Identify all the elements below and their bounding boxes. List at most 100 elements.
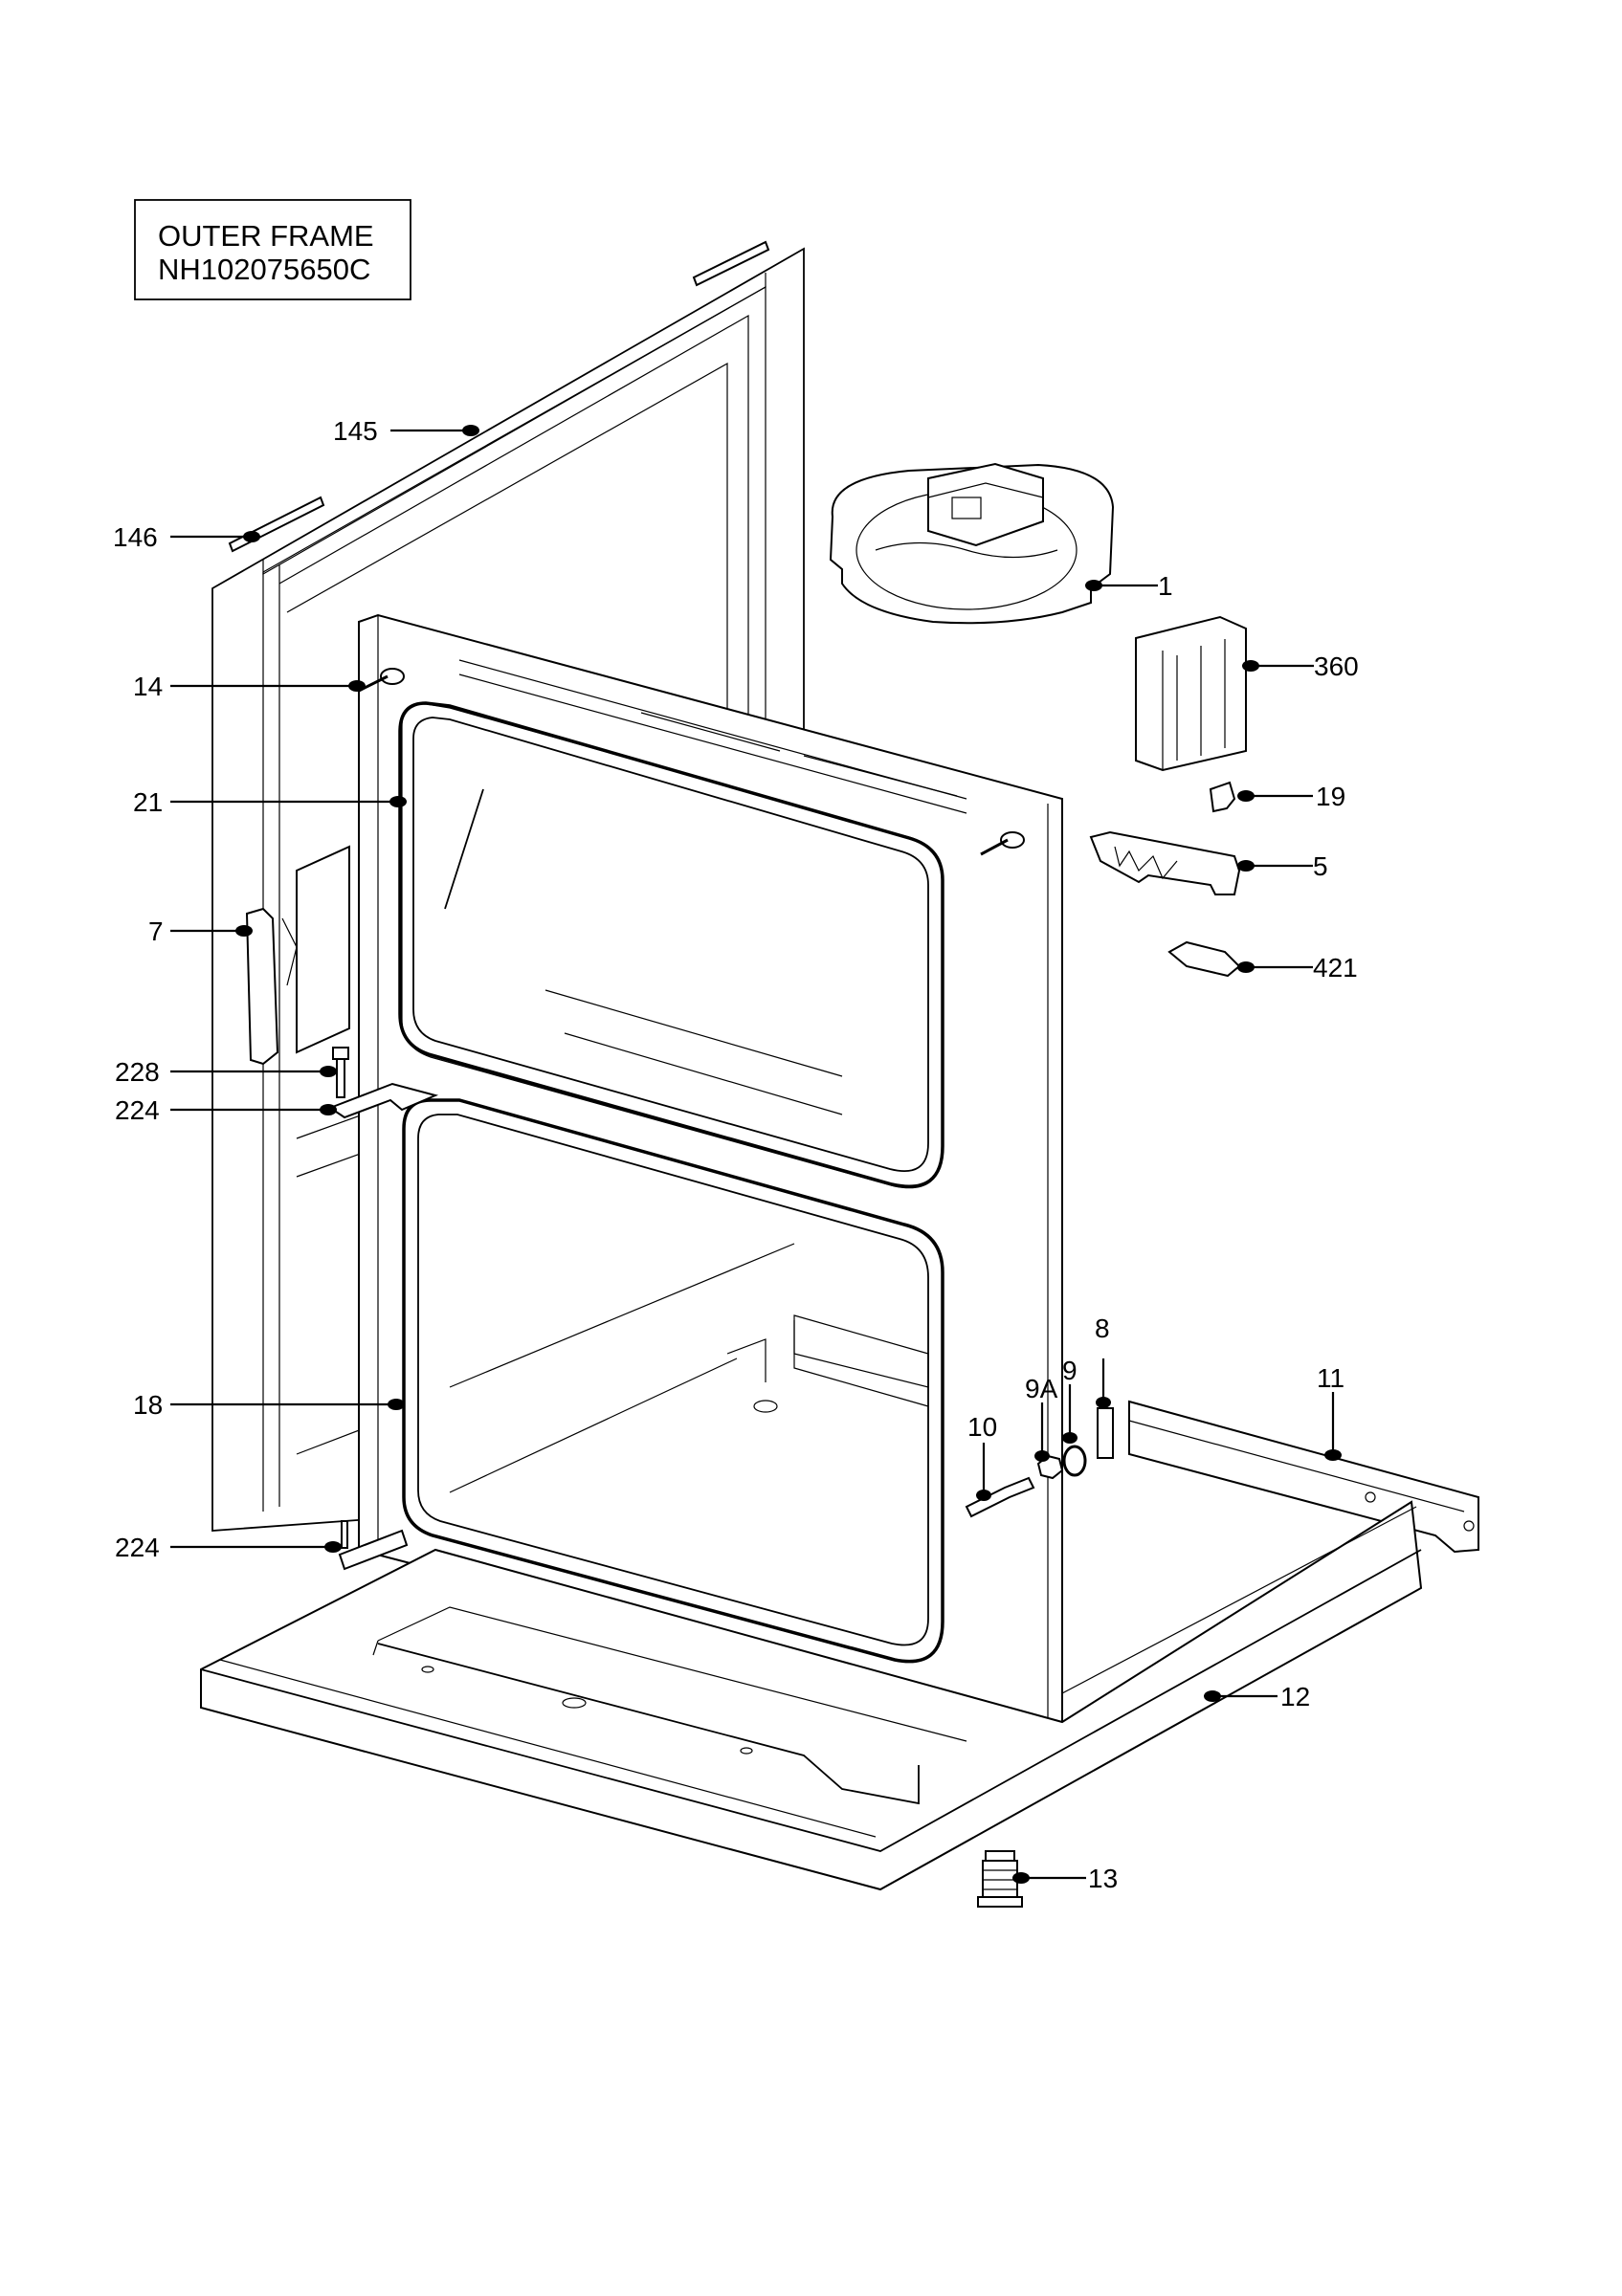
side-rail-outline <box>1128 1400 1479 1554</box>
side-rail-hole-2 <box>1463 1520 1475 1532</box>
callout-9A: 9A <box>1025 1374 1058 1462</box>
part-19-clip <box>1209 781 1236 813</box>
base-tray-hole-3 <box>740 1747 753 1755</box>
callout-label-18: 18 <box>133 1390 163 1420</box>
part-21-upper-gasket <box>398 701 944 1188</box>
part-7-side-bracket <box>245 845 350 1066</box>
leader-dot-18 <box>388 1399 405 1410</box>
peg-right-head <box>1000 831 1025 849</box>
callout-224-lower: 224 <box>115 1533 342 1562</box>
lower-cavity <box>449 1243 929 1493</box>
callout-label-360: 360 <box>1314 651 1359 681</box>
leader-dot-7 <box>235 925 253 937</box>
part-224-upper-bracket <box>327 1082 439 1119</box>
base-tray-inner-edge <box>219 1659 877 1838</box>
callout-label-5: 5 <box>1313 851 1328 881</box>
callout-label-14: 14 <box>133 672 163 701</box>
base-tray-outline <box>200 1500 1423 1891</box>
part-360-terminal-block <box>1135 615 1247 772</box>
callout-13: 13 <box>1012 1864 1118 1893</box>
terminal-strip-detail <box>1114 846 1178 880</box>
part-18-lower-gasket <box>402 1098 944 1664</box>
peg-right-shaft <box>980 838 1009 856</box>
leader-dot-12 <box>1204 1690 1221 1702</box>
front-frame-outline <box>358 613 1063 1735</box>
part-11-side-rail <box>1128 1400 1479 1554</box>
fan-motor-top-edge <box>927 482 1044 498</box>
title-line-1: OUTER FRAME <box>158 219 374 253</box>
base-tray-top-edge <box>200 1549 1422 1852</box>
callout-1: 1 <box>1085 571 1173 601</box>
leader-dot-1 <box>1085 580 1102 591</box>
callout-label-9: 9 <box>1062 1356 1078 1385</box>
leader-dot-21 <box>389 796 407 807</box>
leader-dot-145 <box>462 425 479 436</box>
upper-bracket-shape <box>327 1082 439 1119</box>
screw-shank <box>336 1058 345 1098</box>
callout-19: 19 <box>1237 782 1345 811</box>
screw-head <box>332 1047 349 1060</box>
callout-label-21: 21 <box>133 787 163 817</box>
title-box: OUTER FRAME NH102075650C <box>134 199 411 300</box>
leader-dot-146 <box>243 531 260 542</box>
leader-dot-14 <box>348 680 366 692</box>
callout-14: 14 <box>133 672 366 701</box>
hinge-strip-right <box>692 240 770 287</box>
callout-label-145: 145 <box>333 416 378 446</box>
callout-label-8: 8 <box>1095 1314 1110 1343</box>
callout-11: 11 <box>1317 1363 1344 1461</box>
side-bracket-left <box>245 907 279 1066</box>
callout-label-10: 10 <box>967 1412 997 1442</box>
foot-threaded-body <box>982 1860 1018 1898</box>
upper-gasket-inner <box>412 717 929 1173</box>
leader-dot-10 <box>976 1490 991 1501</box>
part-146-hinge-strip <box>228 240 770 576</box>
hinge-rail <box>262 273 767 576</box>
part-13-foot <box>977 1850 1023 1908</box>
part-8-plug <box>1097 1407 1114 1459</box>
base-tray-hole-1 <box>421 1666 434 1673</box>
rear-rail <box>793 1314 929 1388</box>
part-9-oring <box>1062 1445 1087 1477</box>
upper-cavity-shelf-2 <box>564 1032 843 1115</box>
front-frame <box>358 613 1063 1735</box>
leader-dot-5 <box>1237 860 1255 872</box>
rear-rail-shape <box>793 1314 929 1388</box>
leader-dot-224-lower <box>324 1541 342 1553</box>
base-tray-recess-back <box>377 1606 967 1742</box>
part-5-terminal-strip <box>1089 830 1241 895</box>
callout-360: 360 <box>1242 651 1359 681</box>
leader-dot-421 <box>1237 961 1255 973</box>
fan-motor-body <box>927 462 1044 547</box>
lower-bracket-shape <box>338 1529 409 1571</box>
part-228-screw <box>332 1047 349 1098</box>
part-1-fan-motor <box>829 462 1115 625</box>
callout-label-1: 1 <box>1158 571 1173 601</box>
part-14-pegs <box>358 668 1025 856</box>
hinge-strip-left <box>228 496 325 553</box>
front-frame-top-vent-2 <box>458 673 967 814</box>
callout-12: 12 <box>1204 1682 1310 1711</box>
leader-dot-360 <box>1242 660 1259 672</box>
fan-blade-curve <box>875 541 1058 559</box>
lower-gasket-outer <box>402 1098 944 1664</box>
callout-label-421: 421 <box>1313 953 1358 982</box>
callout-228: 228 <box>115 1057 337 1087</box>
upper-cavity-shelf <box>544 989 843 1077</box>
callout-7: 7 <box>148 916 253 946</box>
lower-cavity-bracket <box>726 1338 767 1382</box>
callout-5: 5 <box>1237 851 1328 881</box>
callout-146: 146 <box>113 522 260 552</box>
callout-421: 421 <box>1237 953 1358 982</box>
part-10-sensor <box>965 1476 1035 1518</box>
part-224-lower-bracket <box>338 1520 409 1571</box>
callout-label-7: 7 <box>148 916 164 946</box>
terminal-strip-body <box>1089 830 1241 895</box>
title-box-border <box>134 199 411 300</box>
callout-label-9A: 9A <box>1025 1374 1058 1403</box>
callout-label-11: 11 <box>1317 1363 1344 1393</box>
foot-top <box>985 1850 1015 1862</box>
callout-9: 9 <box>1062 1356 1078 1444</box>
callout-18: 18 <box>133 1390 405 1420</box>
